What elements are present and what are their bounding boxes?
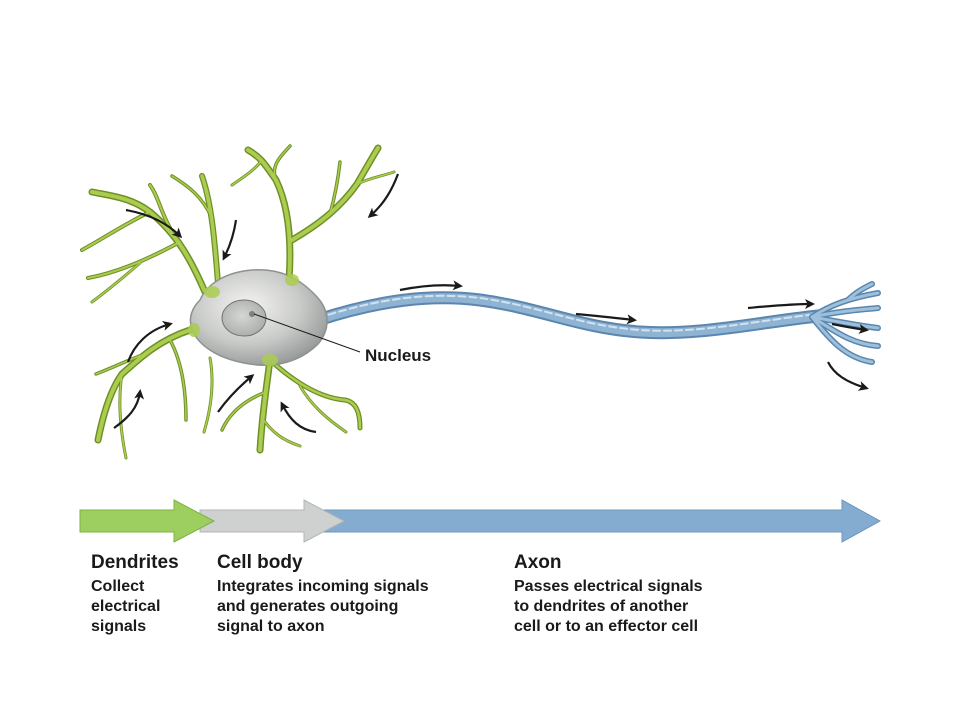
signal-arrow [831, 322, 869, 334]
nucleus-leader-line [253, 313, 361, 353]
description-line: cell or to an effector cell [514, 618, 699, 635]
signal-arrow [399, 280, 463, 292]
dendrite-trees [80, 144, 396, 460]
signal-arrow [113, 389, 145, 429]
signal-arrow [222, 219, 238, 261]
axon-terminals [809, 281, 881, 365]
signal-arrow [126, 321, 173, 363]
signal-arrow [217, 374, 255, 413]
signal-arrow [747, 299, 815, 310]
signal-arrows [113, 173, 869, 434]
description-line: to dendrites of another [514, 598, 689, 615]
description-line: electrical [91, 598, 161, 615]
cell-body-region-arrow [199, 499, 346, 543]
signal-arrow [125, 208, 183, 239]
nucleolus [249, 311, 255, 317]
description-line: Collect [91, 578, 145, 595]
dendrites-region-arrow [79, 499, 216, 543]
signal-arrow [280, 401, 317, 434]
description-line: signal to axon [217, 618, 325, 635]
region-bar [79, 499, 882, 543]
signal-arrow [827, 361, 869, 391]
description-line: signals [91, 618, 147, 635]
axon-heading: Axon [514, 552, 562, 573]
description-line: and generates outgoing [217, 598, 399, 615]
axon-region-arrow [317, 499, 882, 543]
description-line: Integrates incoming signals [217, 578, 429, 595]
cell-body-heading: Cell body [217, 552, 303, 573]
signal-arrow [575, 312, 637, 325]
dendrites-heading: Dendrites [91, 552, 179, 573]
axon-description: Passes electrical signals to dendrites o… [514, 577, 703, 637]
description-line: Passes electrical signals [514, 578, 703, 595]
cell-body [188, 269, 328, 366]
signal-arrow [367, 173, 400, 218]
nucleus [221, 299, 267, 337]
cell-body-description: Integrates incoming signals and generate… [217, 577, 429, 637]
nucleus-label: Nucleus [365, 346, 432, 365]
axon [311, 291, 825, 340]
dendrites-description: Collect electrical signals [91, 577, 160, 637]
